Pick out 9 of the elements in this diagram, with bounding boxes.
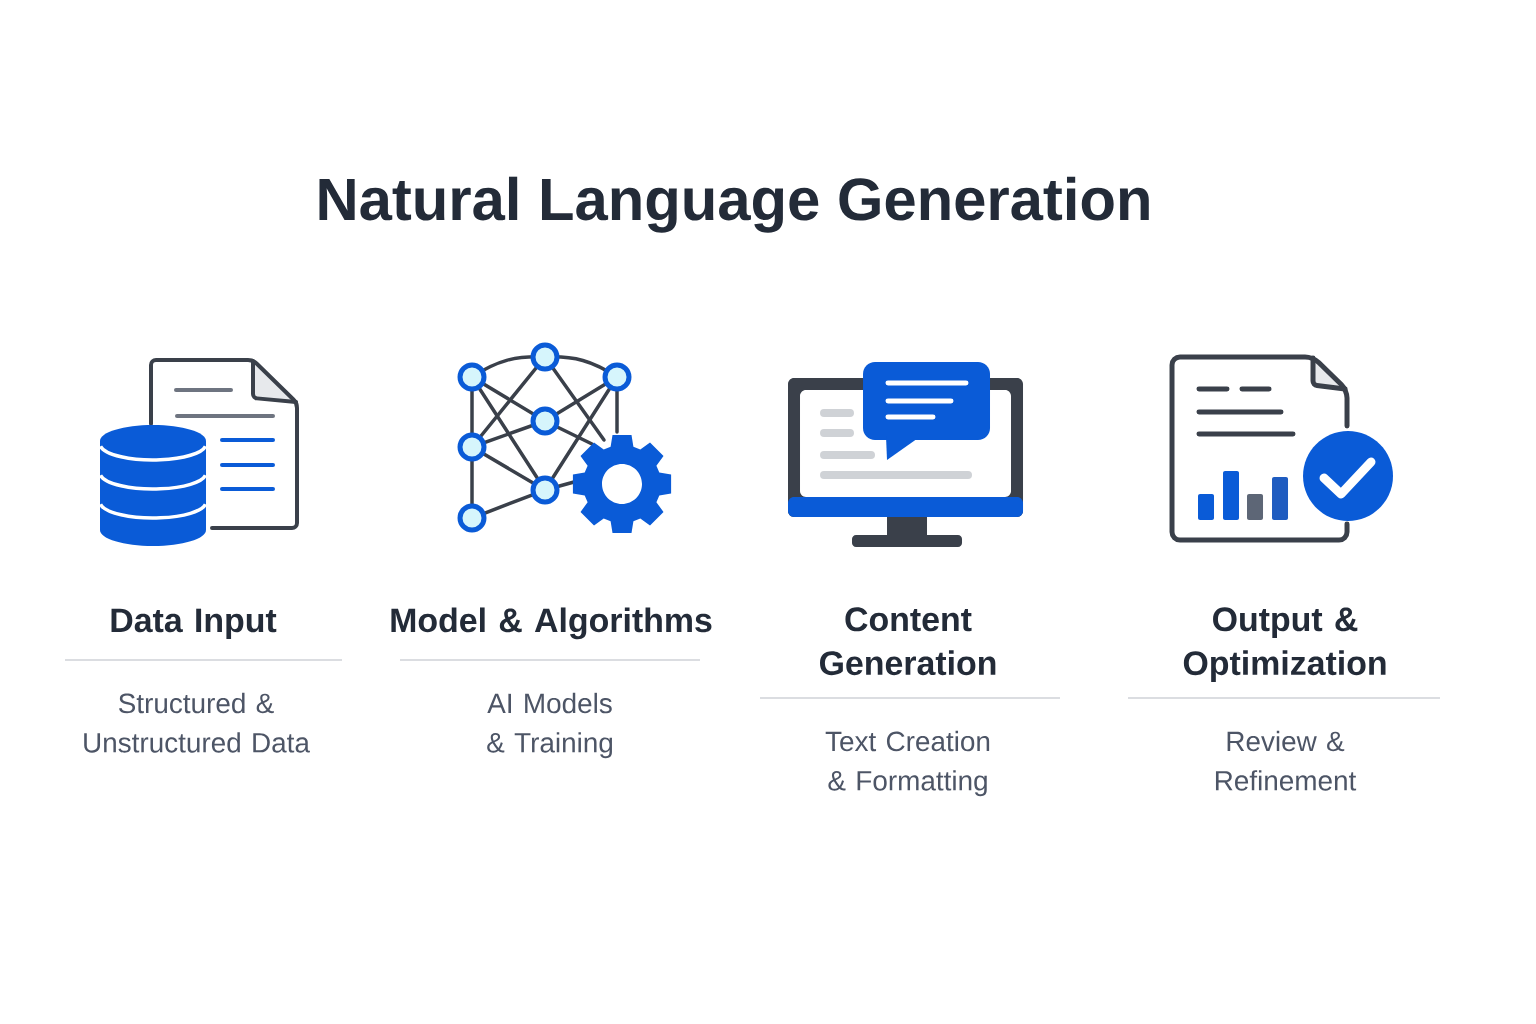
step-description: Review & Refinement: [1215, 730, 1357, 791]
step-heading: Model & Algorithms: [391, 607, 712, 640]
step-description: Structured & Unstructured Data: [84, 692, 310, 753]
step-description: Text Creation & Formatting: [825, 730, 990, 797]
step-heading: Content Generation: [820, 607, 996, 676]
title: Natural Language Generation: [319, 176, 1149, 233]
step-description: AI Models & Training: [487, 692, 613, 759]
step-heading: Data Input: [111, 608, 277, 640]
step-heading: Output & Optimization: [1183, 607, 1386, 682]
